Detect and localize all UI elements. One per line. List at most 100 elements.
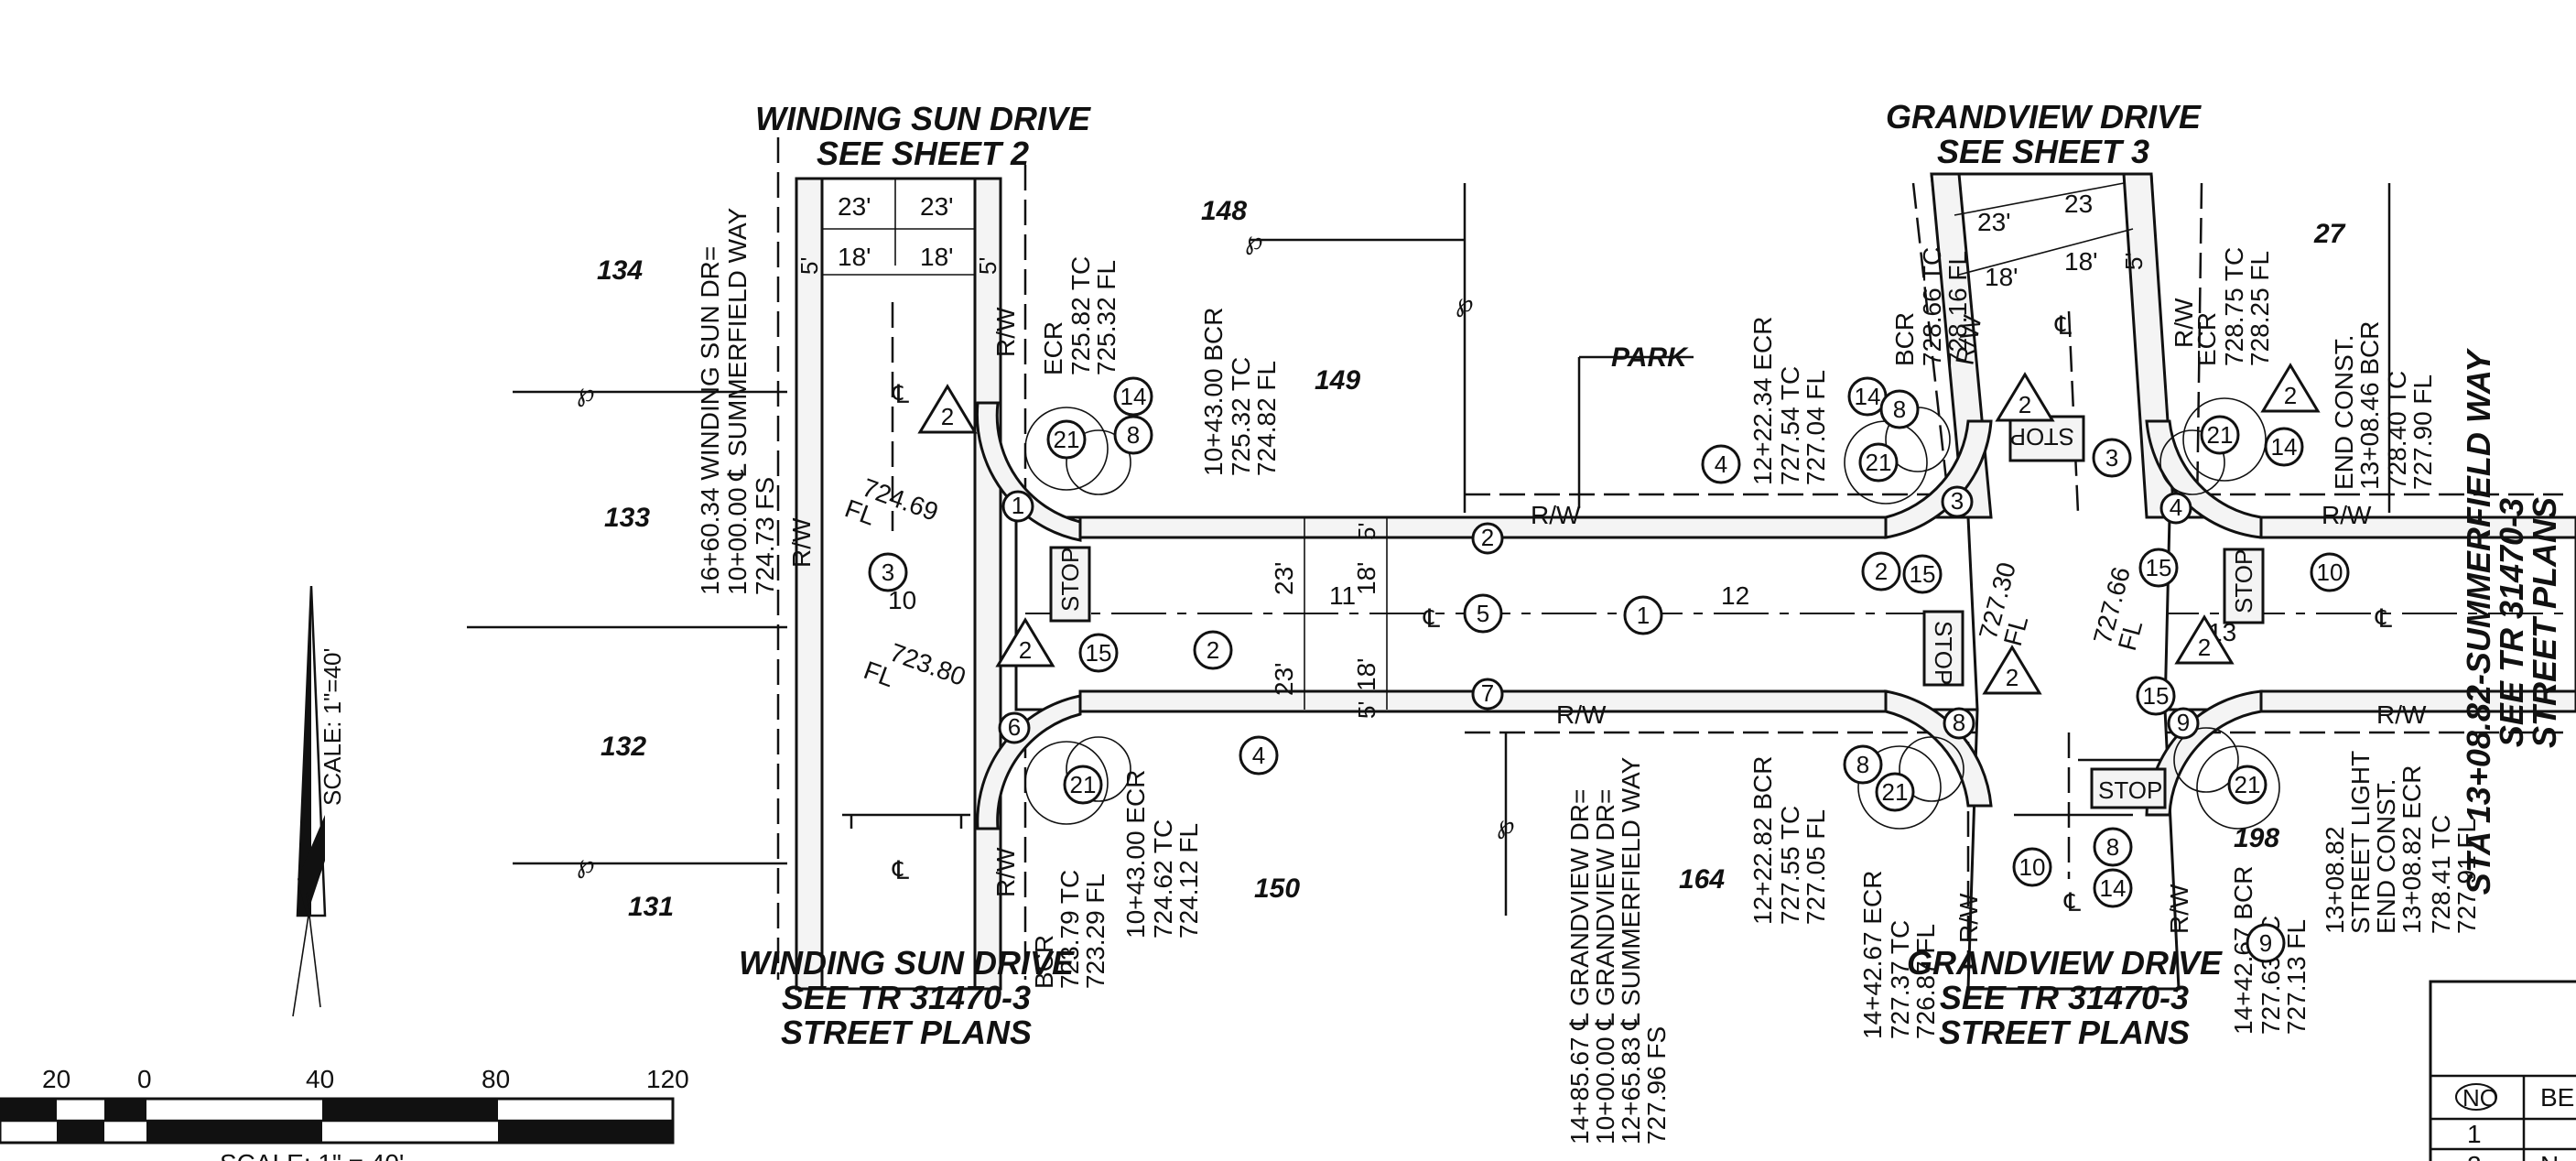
dim-18: 18' (838, 243, 871, 271)
winding-sun-top-title: WINDING SUN DRIVE (755, 100, 1091, 137)
label-line: 727.55 TC (1776, 806, 1804, 925)
note-callout-number: 14 (1120, 383, 1147, 410)
label-ecr-g2: ECR 728.75 TC 728.25 FL (2192, 247, 2274, 366)
note-callout-hex (2159, 492, 2192, 525)
note-callout-hex (1943, 707, 1975, 740)
label-line: 727.37 TC (1886, 920, 1914, 1039)
lot-number: 27 (2313, 219, 2346, 249)
label-bcr-g2: 12+22.82 BCR 727.55 TC 727.05 FL (1748, 756, 1830, 925)
dim-18: 18' (1352, 562, 1380, 596)
rw-label: R/W (2376, 700, 2427, 729)
note-callout-number: 3 (2105, 444, 2118, 472)
legend-table: NO BE 1 2 N (2429, 980, 2576, 1161)
scale-bar: 20 0 40 80 120 SCALE: 1" = 40' (0, 1065, 689, 1161)
note-callout-circle (2264, 427, 2304, 467)
stop-text: STOP (1056, 548, 1084, 612)
north-arrow: SCALE: 1"=40' (292, 585, 346, 1017)
label-line: 725.32 FL (1092, 260, 1120, 375)
note-callout-circle (1902, 554, 1943, 594)
note-callout-number: 2 (1207, 636, 1219, 664)
label-line: 10+43.00 BCR (1199, 308, 1228, 476)
label-line: 727.13 FL (2282, 919, 2311, 1035)
note-callout-circle (1193, 630, 1233, 670)
scale-caption: SCALE: 1" = 40' (220, 1149, 404, 1161)
dim-23: 23' (1270, 562, 1298, 596)
note-callout-hex (998, 711, 1031, 744)
north-arrow-scale: SCALE: 1"=40' (319, 648, 346, 806)
note-callout-number: 7 (1481, 679, 1494, 707)
rw-label: R/W (2170, 298, 2198, 348)
table-cell: 1 (2467, 1120, 2482, 1148)
note-callout-hex (1471, 522, 1504, 555)
note-callout-hex (1941, 485, 1974, 518)
property-line-icon: ℘ (1245, 226, 1263, 255)
rw-label: R/W (2322, 501, 2372, 529)
park-label: PARK (1611, 342, 1689, 373)
dim-5: 5' (2120, 253, 2148, 270)
note-callout-number: 3 (882, 559, 894, 586)
centerline-icon: ℄ (892, 856, 909, 884)
label-bcr-w: 10+43.00 BCR 725.32 TC 724.82 FL (1199, 308, 1281, 476)
dim-18: 18' (2064, 247, 2098, 276)
stop-text: STOP (1930, 621, 1957, 685)
label-line: 727.91 FL (2452, 819, 2481, 934)
stop-text: STOP (2230, 549, 2257, 613)
label-line: BCR (1030, 935, 1058, 989)
note-callout-circle (2227, 765, 2268, 805)
lot-number: 132 (601, 732, 646, 762)
label-line: 724.73 FS (751, 477, 779, 595)
property-lines: ℘ ℘ ℘ ℘ ℘ (467, 226, 1515, 879)
dim-18: 18' (1985, 263, 2019, 291)
centerline-icon: ℄ (2054, 311, 2072, 340)
label-line: 724.62 TC (1149, 819, 1177, 939)
label-line: 726.87 FL (1911, 924, 1940, 1039)
label-line: 14+85.67 ℄ GRANDVIEW DR= (1565, 789, 1594, 1145)
lot-number: 149 (1315, 365, 1360, 396)
label-line: 728.16 FL (1943, 251, 1972, 366)
revision-triangle-number: 2 (1019, 636, 1032, 664)
property-line-icon: ℘ (577, 850, 595, 879)
table-header-no: NO (2462, 1084, 2498, 1112)
dim-5: 5' (974, 257, 1001, 275)
note-callout-number: 3 (1951, 487, 1964, 515)
winding-sun-bottom-plans: STREET PLANS (781, 1014, 1032, 1051)
centerline-icon: ℄ (1423, 604, 1440, 633)
grandview-top-title: GRANDVIEW DRIVE (1886, 98, 2202, 136)
summerfield-way (1014, 183, 2576, 916)
lot-number: 164 (1679, 864, 1725, 895)
note-callout-circle (2093, 868, 2133, 908)
label-ecr-w: ECR 725.82 TC 725.32 FL (1039, 256, 1120, 375)
note-callout-number: 5 (1477, 600, 1489, 627)
note-callout-circle (1046, 419, 1087, 460)
summerfield-ref-title: STA 13+08.82-SUMMERFIELD WAY (2460, 348, 2497, 895)
revision-triangle (1982, 645, 2042, 695)
grandview-top-subtitle: SEE SHEET 3 (1937, 133, 2149, 170)
note-callout-number: 21 (2235, 771, 2261, 798)
note-callout-number: 10 (2317, 559, 2343, 586)
revision-triangle (2260, 363, 2321, 413)
revision-triangle-number: 2 (2019, 391, 2031, 418)
label-line: 10+43.00 ECR (1121, 770, 1150, 939)
summerfield-ref-plans: STREET PLANS (2526, 497, 2563, 748)
label-line: 728.25 FL (2246, 251, 2274, 366)
dim-5: 5' (1353, 701, 1380, 719)
winding-sun-top-subtitle: SEE SHEET 2 (817, 135, 1029, 172)
label-end-const-bcr: END CONST. 13+08.46 BCR 728.40 TC 727.90… (2330, 321, 2437, 490)
note-callout-number: 8 (1893, 396, 1906, 423)
property-line-icon: ℘ (1497, 810, 1515, 840)
table-cell: N (2540, 1151, 2559, 1161)
label-street-light-end: 13+08.82 STREET LIGHT END CONST. 13+08.8… (2321, 751, 2481, 934)
dim-23: 23' (1270, 663, 1298, 697)
note-callout-number: 2 (1481, 524, 1494, 551)
note-callout-circle (1623, 595, 1663, 635)
label-line: 12+22.82 BCR (1748, 756, 1777, 925)
note-callout-number: 9 (2177, 709, 2190, 736)
label-line: 728.41 TC (2427, 815, 2455, 934)
stop-sign: STOP (2090, 767, 2167, 809)
grandview-bottom-plans: STREET PLANS (1939, 1014, 2190, 1051)
note-callout-number: 15 (2146, 554, 2172, 581)
note-callout-circle (2093, 827, 2133, 867)
rw-label: R/W (991, 847, 1020, 897)
note-callout-hex (1471, 678, 1504, 711)
